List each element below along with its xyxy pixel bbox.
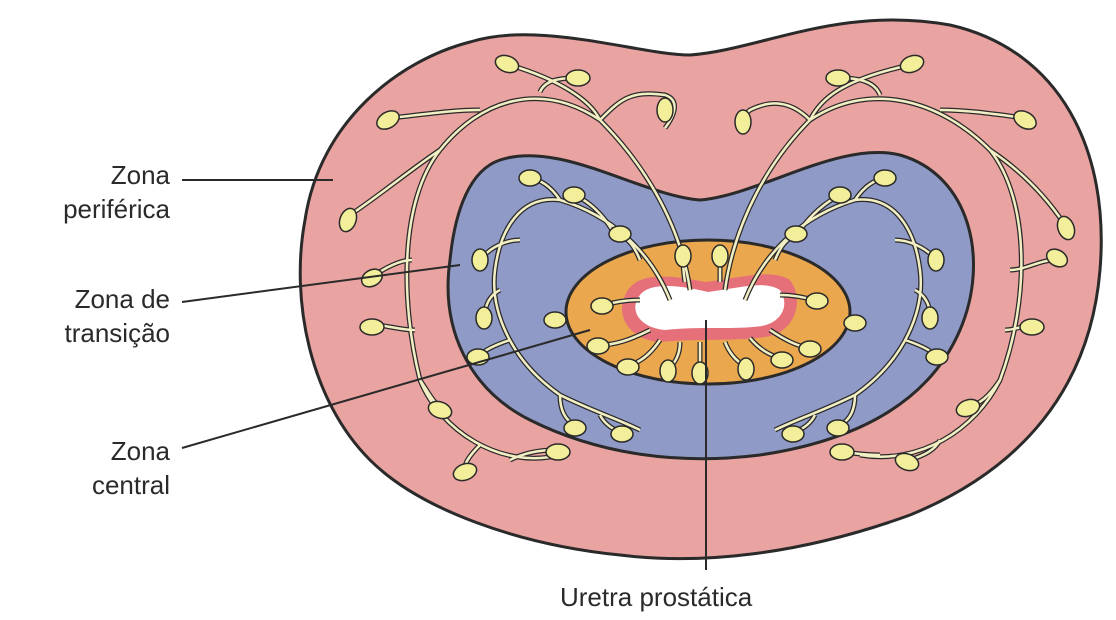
label-peripheral-line2: periférica — [20, 192, 170, 226]
label-central-zone: Zona central — [20, 434, 170, 502]
label-peripheral-zone: Zona periférica — [20, 158, 170, 226]
label-peripheral-line1: Zona — [20, 158, 170, 192]
label-central-line2: central — [20, 468, 170, 502]
label-central-line1: Zona — [20, 434, 170, 468]
label-urethra: Uretra prostática — [560, 580, 860, 614]
label-transition-line2: transição — [20, 316, 170, 350]
label-transition-line1: Zona de — [20, 282, 170, 316]
urethra-lumen — [635, 285, 784, 330]
label-transition-zone: Zona de transição — [20, 282, 170, 350]
